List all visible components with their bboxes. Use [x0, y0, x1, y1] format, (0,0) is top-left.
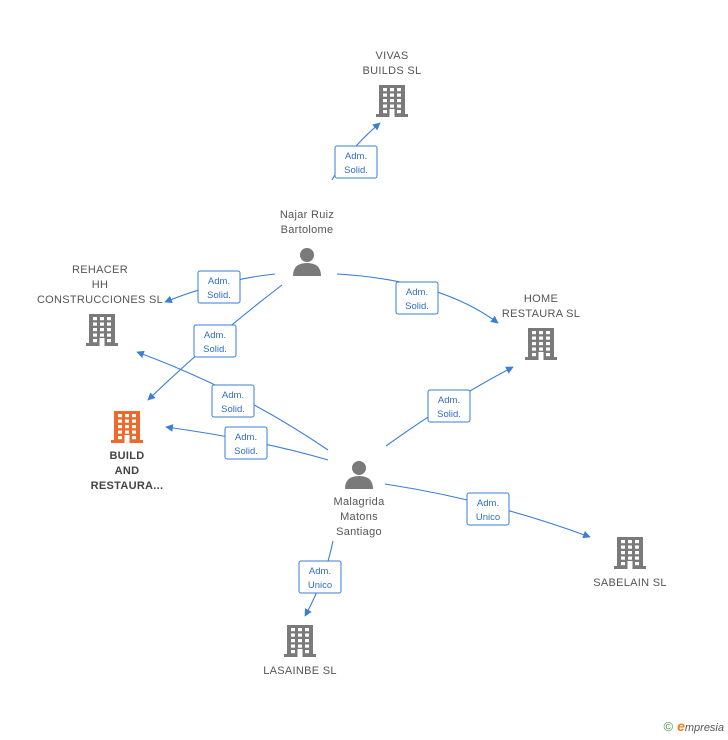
copyright-symbol: © [663, 718, 674, 734]
role-label: Adm. [309, 566, 331, 577]
role-label: Solid. [207, 290, 231, 301]
role-badge[interactable] [395, 281, 439, 315]
brand-watermark: © empresia [663, 718, 724, 734]
node-label: REHACER [72, 264, 128, 276]
edge-najar-to-rehacer[interactable]: Adm. Solid. [164, 270, 276, 304]
role-badge[interactable] [193, 324, 237, 358]
person-icon[interactable] [345, 461, 373, 489]
role-label: Solid. [221, 404, 245, 415]
node-label: HOME [524, 293, 558, 305]
edge-malagrida-to-lasainbe[interactable]: Adm. Unico [298, 540, 342, 617]
node-build[interactable]: BUILD AND RESTAURA... [91, 411, 164, 492]
node-label: SABELAIN SL [593, 577, 667, 589]
role-label: Adm. [438, 395, 460, 406]
building-icon[interactable] [376, 85, 408, 117]
node-label: AND [115, 465, 140, 477]
role-label: Adm. [204, 330, 226, 341]
role-badge[interactable] [427, 389, 471, 423]
role-label: Adm. [477, 498, 499, 509]
edge-malagrida-to-home[interactable]: Adm. Solid. [385, 366, 514, 447]
edge-najar-to-build[interactable]: Adm. Solid. [147, 284, 283, 401]
node-lasainbe[interactable]: LASAINBE SL [263, 625, 337, 677]
role-label: Solid. [344, 165, 368, 176]
role-label: Adm. [345, 151, 367, 162]
node-label: Matons [340, 511, 378, 523]
edge-najar-to-home[interactable]: Adm. Solid. [336, 273, 499, 324]
node-rehacer[interactable]: REHACER HH CONSTRUCCIONES SL [37, 264, 163, 346]
person-icon[interactable] [293, 248, 321, 276]
node-label: BUILDS SL [363, 65, 422, 77]
brand-logo-initial: e [677, 718, 685, 734]
role-badge[interactable] [298, 560, 342, 594]
role-label: Solid. [234, 446, 258, 457]
edge-malagrida-to-rehacer[interactable]: Adm. Solid. [136, 350, 329, 451]
node-label: Bartolome [281, 224, 334, 236]
building-icon[interactable] [111, 411, 143, 443]
node-label: RESTAURA... [91, 480, 164, 492]
role-label: Adm. [406, 287, 428, 298]
edge-malagrida-to-build[interactable]: Adm. Solid. [165, 424, 329, 461]
role-label: Adm. [235, 432, 257, 443]
building-icon[interactable] [284, 625, 316, 657]
role-label: Adm. [208, 276, 230, 287]
role-label: Unico [308, 580, 332, 591]
node-label: LASAINBE SL [263, 665, 337, 677]
node-sabelain[interactable]: SABELAIN SL [593, 537, 667, 589]
node-home[interactable]: HOME RESTAURA SL [502, 293, 580, 360]
node-label: RESTAURA SL [502, 308, 580, 320]
node-label: Santiago [336, 526, 382, 538]
role-badge[interactable] [466, 492, 510, 526]
role-badge[interactable] [334, 145, 378, 179]
role-label: Unico [476, 512, 500, 523]
role-badge[interactable] [197, 270, 241, 304]
node-label: Najar Ruiz [280, 209, 334, 221]
building-icon[interactable] [614, 537, 646, 569]
edge-malagrida-to-sabelain[interactable]: Adm. Unico [384, 483, 591, 539]
node-label: CONSTRUCCIONES SL [37, 294, 163, 306]
role-label: Solid. [437, 409, 461, 420]
node-label: Malagrida [333, 496, 385, 508]
role-badge[interactable] [211, 384, 255, 418]
node-vivas[interactable]: VIVAS BUILDS SL [363, 50, 422, 117]
building-icon[interactable] [525, 328, 557, 360]
node-label: VIVAS [375, 50, 408, 62]
edge-najar-to-vivas[interactable]: Adm. Solid. [331, 122, 381, 181]
role-label: Solid. [405, 301, 429, 312]
building-icon[interactable] [86, 314, 118, 346]
brand-logo: empresia [677, 718, 724, 734]
role-badge[interactable] [224, 426, 268, 460]
role-label: Solid. [203, 344, 227, 355]
node-label: HH [92, 279, 109, 291]
node-label: BUILD [109, 450, 144, 462]
role-label: Adm. [222, 390, 244, 401]
brand-logo-name: mpresia [684, 722, 724, 734]
